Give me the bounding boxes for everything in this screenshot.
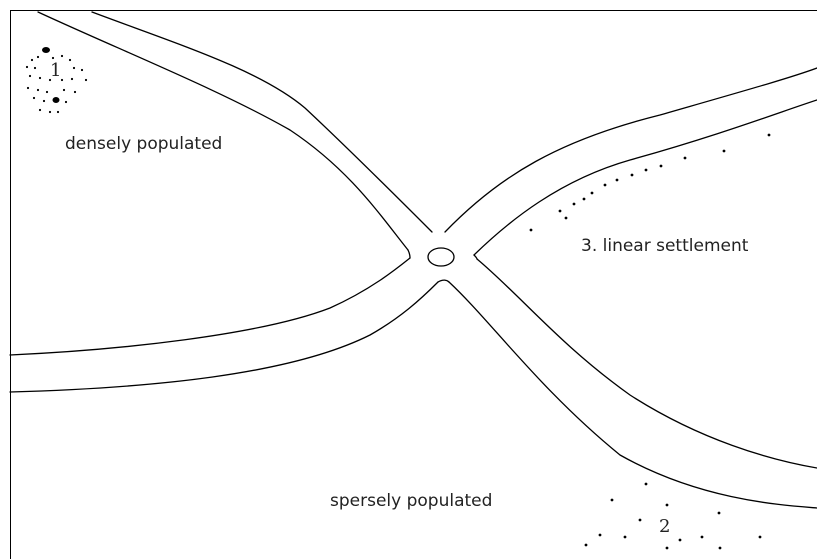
- road-w-edge-2: [9, 281, 439, 393]
- linear-dot: [630, 173, 634, 177]
- sparse-dot: [718, 546, 722, 550]
- dense-dot: [45, 90, 49, 94]
- linear-dot: [582, 197, 586, 201]
- linear-dot: [644, 168, 648, 172]
- dense-dot: [60, 78, 64, 82]
- linear-label: 3. linear settlement: [581, 236, 749, 256]
- dense-dot: [25, 65, 29, 69]
- road-network: [9, 11, 817, 509]
- road-se-tip: [473, 254, 478, 260]
- dense-dot: [51, 56, 55, 60]
- dense-cluster-number: 1: [50, 60, 61, 81]
- sparse-cluster-number: 2: [659, 516, 670, 537]
- sparse-dot: [700, 535, 704, 539]
- dense-dot: [64, 100, 68, 104]
- dense-dot: [48, 110, 52, 114]
- sparse-dot: [638, 518, 642, 522]
- dense-dot: [38, 76, 42, 80]
- dense-dot: [32, 96, 36, 100]
- sparse-dot: [665, 546, 669, 550]
- linear-dot: [722, 149, 726, 153]
- sparse-settlement-dots: [584, 482, 762, 550]
- sparse-dot: [665, 503, 669, 507]
- dense-dot: [80, 68, 84, 72]
- sparse-dot: [644, 482, 648, 486]
- linear-dot: [615, 178, 619, 182]
- dense-label: densely populated: [65, 134, 222, 154]
- linear-dot: [564, 216, 568, 220]
- dense-dot: [33, 66, 37, 70]
- sparse-dot: [678, 538, 682, 542]
- dense-dot: [56, 110, 60, 114]
- sparse-label: spersely populated: [330, 491, 492, 511]
- dense-dot: [52, 97, 60, 103]
- linear-dot: [572, 202, 576, 206]
- dense-dot: [72, 66, 76, 70]
- dense-dot: [68, 58, 72, 62]
- road-sw-tip: [437, 279, 450, 283]
- sparse-dot: [623, 535, 627, 539]
- sparse-dot: [610, 498, 614, 502]
- dense-settlement-dots: [25, 47, 88, 114]
- road-nw-edge-2: [91, 11, 433, 233]
- linear-dot: [558, 209, 562, 213]
- road-nw-edge-1: [37, 11, 409, 251]
- sparse-dot: [598, 533, 602, 537]
- linear-dot: [683, 156, 687, 160]
- dense-dot: [36, 55, 40, 59]
- dense-dot: [48, 78, 52, 82]
- roundabout: [427, 247, 455, 267]
- road-ne-edge-2: [473, 99, 817, 256]
- dense-dot: [70, 77, 74, 81]
- dense-dot: [28, 74, 32, 78]
- road-nw-tip: [407, 249, 411, 259]
- road-ne-edge-1: [444, 67, 817, 233]
- dense-dot: [42, 47, 50, 53]
- dense-dot: [38, 108, 42, 112]
- dense-dot: [42, 99, 46, 103]
- dense-dot: [84, 78, 88, 82]
- dense-dot: [26, 86, 30, 90]
- road-se-edge-2: [448, 281, 817, 509]
- linear-dot: [603, 183, 607, 187]
- linear-dot: [767, 133, 771, 137]
- sparse-dot: [717, 511, 721, 515]
- linear-settlement-dots: [529, 133, 771, 232]
- dense-dot: [73, 90, 77, 94]
- dense-dot: [60, 54, 64, 58]
- sparse-dot: [584, 543, 588, 547]
- linear-dot: [659, 164, 663, 168]
- map-frame: [10, 10, 817, 559]
- dense-dot: [36, 88, 40, 92]
- road-se-edge-1: [476, 258, 817, 469]
- road-w-edge-1: [9, 257, 411, 356]
- dense-dot: [62, 88, 66, 92]
- sparse-dot: [758, 535, 762, 539]
- dense-dot: [30, 58, 34, 62]
- linear-dot: [590, 191, 594, 195]
- linear-dot: [529, 228, 533, 232]
